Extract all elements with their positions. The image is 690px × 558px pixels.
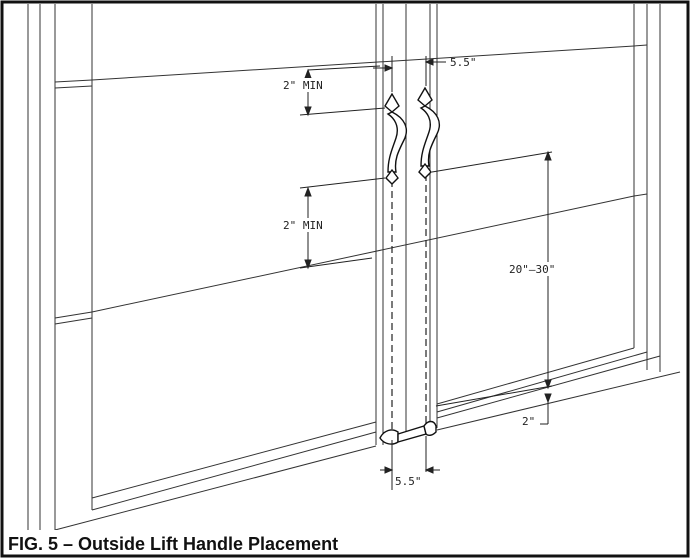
label-bg	[282, 78, 336, 92]
bottom-clearance-label: 2"	[522, 415, 535, 428]
right-top-handle-base	[418, 162, 432, 179]
figure-caption: FIG. 5 – Outside Lift Handle Placement	[8, 534, 338, 554]
label-bg	[282, 218, 336, 232]
label-bg	[508, 262, 582, 276]
top-offset-label: 5.5"	[450, 56, 477, 69]
left-top-handle-base	[385, 168, 399, 185]
left-top-handle-grip	[386, 111, 408, 173]
bottom-offset-label: 5.5"	[395, 475, 422, 488]
top-lift-handles	[384, 86, 441, 185]
top-min-clearance-label: 2" MIN	[283, 79, 323, 92]
caption-bg	[4, 530, 686, 554]
handle-alignment-lines	[391, 174, 427, 432]
mid-min-clearance-label: 2" MIN	[283, 219, 323, 232]
right-top-handle-grip	[419, 105, 441, 167]
bottom-lift-handle	[379, 420, 437, 445]
handle-span-label: 20"–30"	[509, 263, 555, 276]
dimension-lines	[299, 56, 553, 490]
